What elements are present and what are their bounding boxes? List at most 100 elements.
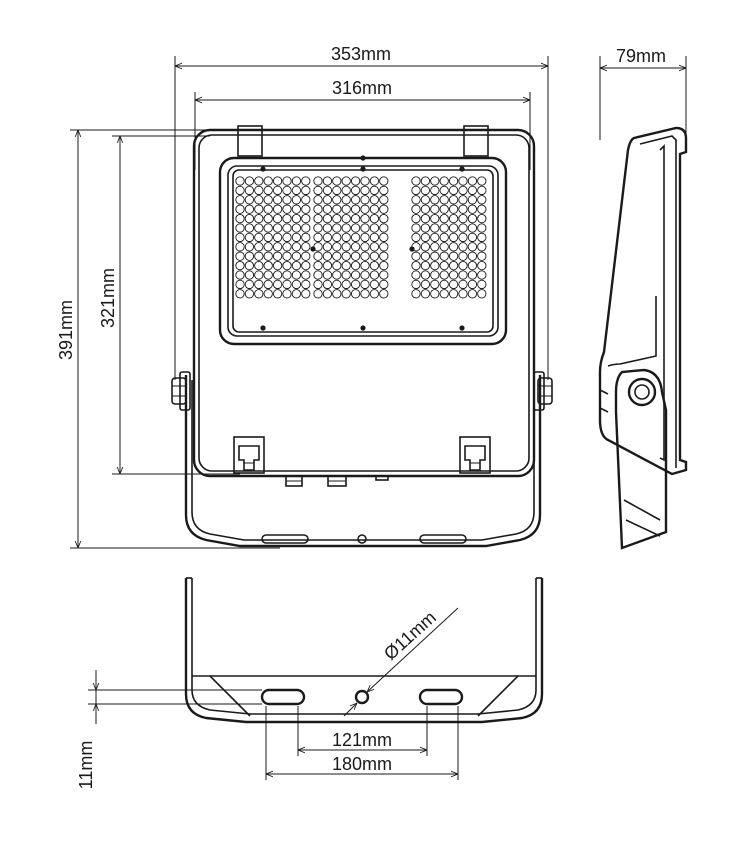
led [369, 213, 380, 224]
led [379, 289, 389, 299]
detail-slot-right [418, 688, 464, 706]
led [369, 223, 380, 233]
led [291, 270, 302, 280]
slot-height-label: 11mm [76, 741, 96, 790]
led [369, 185, 380, 196]
led [379, 195, 389, 205]
led [341, 223, 351, 233]
led [282, 289, 292, 299]
led [350, 176, 361, 186]
slot-spacing-outer-label: 180mm [332, 754, 392, 774]
led [272, 232, 283, 243]
led [272, 242, 283, 252]
led [430, 289, 440, 299]
led [244, 270, 255, 280]
led [379, 242, 389, 252]
led [420, 260, 431, 271]
led [360, 289, 370, 299]
led [282, 195, 292, 205]
detail-hole [354, 689, 370, 705]
led [313, 195, 323, 205]
led [254, 260, 264, 271]
detail-slot-left [260, 688, 306, 706]
led [467, 242, 478, 252]
led [263, 204, 273, 214]
led [332, 213, 342, 224]
led [439, 270, 449, 280]
led [448, 251, 459, 261]
led [477, 204, 487, 214]
led [263, 223, 273, 233]
led [420, 251, 431, 261]
overall-height-label: 391mm [56, 300, 76, 360]
led [244, 289, 255, 299]
led [272, 176, 283, 186]
led [430, 251, 440, 261]
led [254, 270, 264, 280]
led [322, 232, 333, 243]
led [467, 289, 478, 299]
led [244, 195, 255, 205]
led [272, 204, 283, 214]
led [332, 176, 342, 186]
led [254, 204, 264, 214]
led [301, 213, 311, 224]
led [458, 232, 468, 243]
side-view: 79mm [598, 46, 688, 550]
led [272, 213, 283, 224]
led [301, 185, 311, 196]
led [411, 213, 421, 224]
led [301, 279, 311, 290]
led [313, 204, 323, 214]
led [244, 260, 255, 271]
led [350, 242, 361, 252]
led [235, 176, 245, 186]
dimension-frame-height: 321mm [98, 135, 240, 475]
led [477, 213, 487, 224]
led [263, 251, 273, 261]
led [235, 223, 245, 233]
led [369, 270, 380, 280]
led [291, 260, 302, 271]
led [420, 176, 431, 186]
led [439, 195, 449, 205]
led [411, 204, 421, 214]
led [369, 232, 380, 243]
led [477, 251, 487, 261]
led [235, 195, 245, 205]
led [350, 289, 361, 299]
led [420, 195, 431, 205]
led [244, 185, 255, 196]
led [244, 213, 255, 224]
led [263, 232, 273, 243]
led [322, 223, 333, 233]
led [332, 185, 342, 196]
led [313, 289, 323, 299]
top-tab-right [463, 125, 489, 157]
slot-spacing-inner-label: 121mm [332, 730, 392, 750]
led [420, 223, 431, 233]
bracket-detail-view: Ø11mm 11mm 121mm 180mm [76, 577, 544, 789]
led [360, 195, 370, 205]
led [458, 185, 468, 196]
led [477, 232, 487, 243]
led [332, 242, 342, 252]
led [263, 260, 273, 271]
led [420, 213, 431, 224]
led [448, 176, 459, 186]
led [420, 289, 431, 299]
led [477, 195, 487, 205]
led [379, 251, 389, 261]
led [448, 260, 459, 271]
led [332, 251, 342, 261]
led [235, 185, 245, 196]
led [411, 270, 421, 280]
top-tab-left [237, 125, 263, 157]
led [360, 213, 370, 224]
dimension-hole-diameter: Ø11mm [343, 607, 459, 717]
led [411, 289, 421, 299]
dimension-slot-height: 11mm [76, 670, 262, 789]
led [341, 279, 351, 290]
led [411, 185, 421, 196]
led [282, 204, 292, 214]
